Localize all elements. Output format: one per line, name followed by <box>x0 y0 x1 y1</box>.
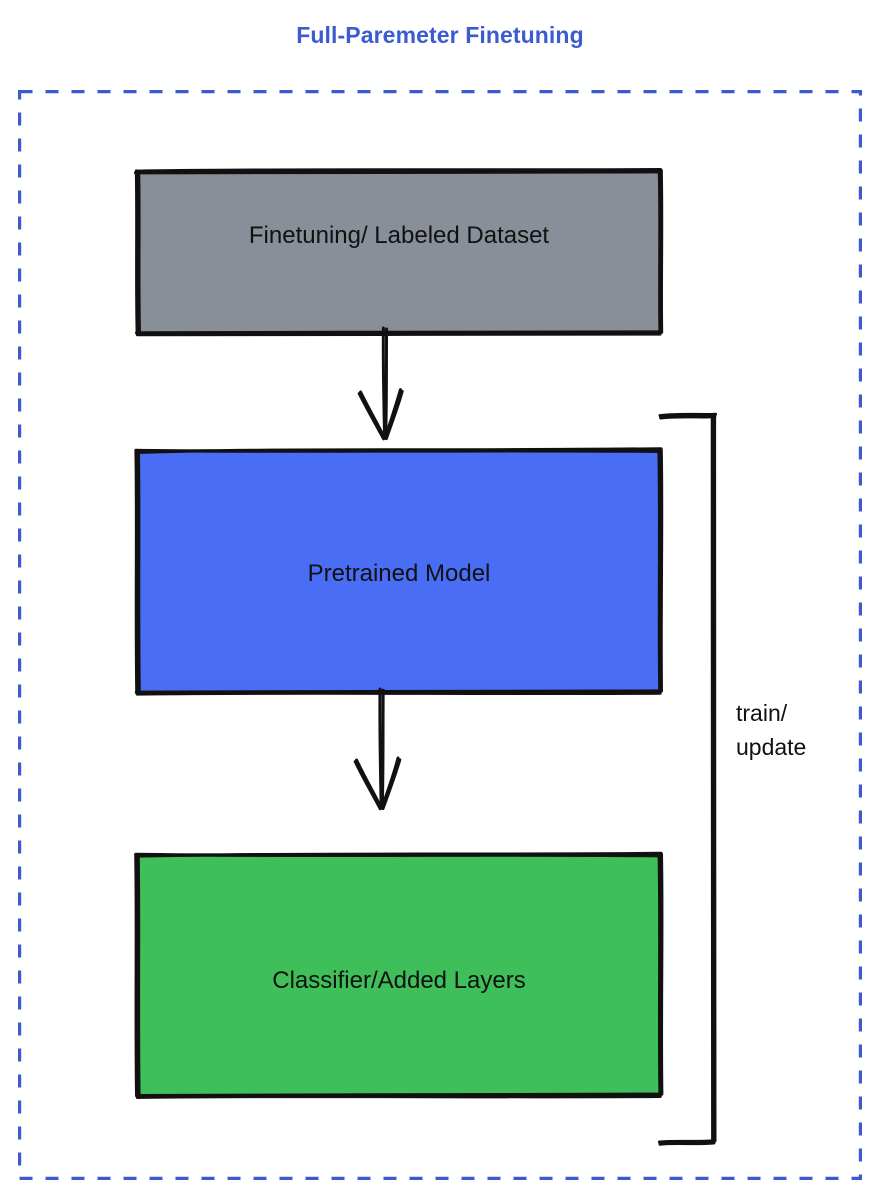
arrow-pretrained-to-classifier-svg <box>353 687 402 811</box>
node-pretrained-label: Pretrained Model <box>307 560 491 587</box>
node-dataset-sketch-border <box>134 168 664 337</box>
node-dataset-fill <box>136 170 662 333</box>
node-dataset-label: Finetuning/ Labeled Dataset <box>248 222 550 249</box>
feedback-loop-label: train/ update <box>736 696 806 764</box>
node-pretrained-model[interactable]: Pretrained Model <box>134 447 664 696</box>
node-pretrained-sketch-border <box>134 447 664 696</box>
node-classifier-label: Classifier/Added Layers <box>272 967 526 994</box>
feedback-loop-label-line1: train/ <box>736 700 788 726</box>
node-classifier-added-layers[interactable]: Classifier/Added Layers <box>134 851 664 1099</box>
node-classifier-sketch-border <box>134 851 664 1099</box>
node-pretrained-fill <box>136 450 662 692</box>
node-finetuning-labeled-dataset[interactable]: Finetuning/ Labeled Dataset <box>134 168 664 337</box>
node-classifier-fill <box>136 855 662 1095</box>
page-title: Full-Paremeter Finetuning <box>296 22 584 48</box>
arrow-pretrained-to-classifier <box>325 685 445 830</box>
feedback-loop-label-line2: update <box>736 734 807 760</box>
